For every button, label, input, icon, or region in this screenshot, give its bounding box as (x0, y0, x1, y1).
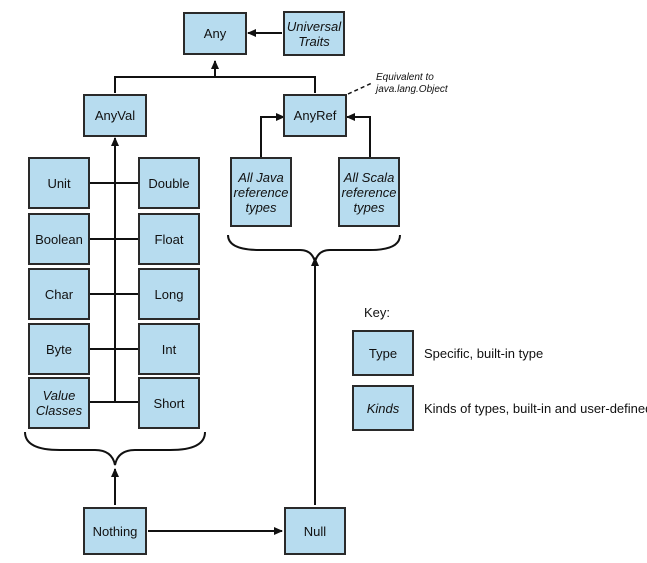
node-scala-reference-types: All Scala reference types (338, 157, 400, 227)
node-universal-traits: Universal Traits (283, 11, 345, 56)
node-short: Short (138, 377, 200, 429)
node-unit: Unit (28, 157, 90, 209)
brace-ref-types (227, 234, 401, 263)
node-null: Null (284, 507, 346, 555)
node-any: Any (183, 12, 247, 55)
key-kind-description: Kinds of types, built-in and user-define… (424, 401, 647, 416)
key-type-description: Specific, built-in type (424, 346, 544, 361)
annotation-equivalent: Equivalent to java.lang.Object (376, 72, 448, 95)
arrow-java-to-anyref (260, 113, 285, 157)
connector-anyval-anyref (114, 76, 316, 93)
node-java-reference-types: All Java reference types (230, 157, 292, 227)
key-title: Key: (364, 305, 391, 320)
node-boolean: Boolean (28, 213, 90, 265)
node-double: Double (138, 157, 200, 209)
node-char: Char (28, 268, 90, 320)
node-anyval: AnyVal (83, 94, 147, 137)
brace-value-types (24, 431, 206, 466)
arrow-scala-to-anyref (346, 113, 371, 157)
node-int: Int (138, 323, 200, 375)
node-anyref: AnyRef (283, 94, 347, 137)
node-value-classes: Value Classes (28, 377, 90, 429)
node-byte: Byte (28, 323, 90, 375)
node-long: Long (138, 268, 200, 320)
node-nothing: Nothing (83, 507, 147, 555)
node-float: Float (138, 213, 200, 265)
key-type-sample: Type (352, 330, 414, 376)
key-kind-sample: Kinds (352, 385, 414, 431)
annotation-leader (347, 82, 373, 95)
